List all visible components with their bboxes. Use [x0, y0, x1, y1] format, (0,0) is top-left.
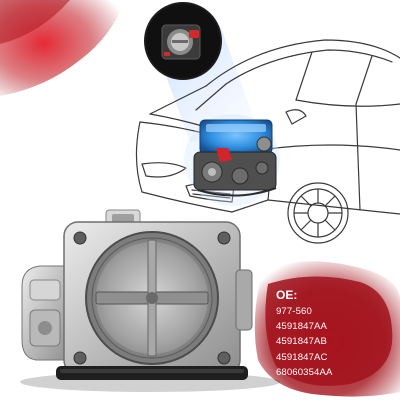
car-outline-icon — [135, 39, 400, 244]
oe-number: 977-560 — [276, 306, 312, 317]
throttle-body-callout-icon — [144, 2, 222, 80]
oe-numbers-panel: OE: 977-560 4591847AA 4591847AB 4591847A… — [276, 288, 400, 380]
top-left-red-glow — [0, 0, 125, 96]
engine-icon — [184, 114, 280, 206]
oe-number: 4591847AA — [276, 321, 328, 333]
oe-number: 4591847AC — [276, 351, 328, 363]
oe-number: 68060354AA — [276, 366, 333, 378]
oe-number: 4591847AB — [276, 336, 328, 348]
oe-red-backdrop — [254, 261, 400, 397]
throttle-body-icon — [20, 209, 280, 392]
oe-label: OE: — [276, 288, 298, 302]
